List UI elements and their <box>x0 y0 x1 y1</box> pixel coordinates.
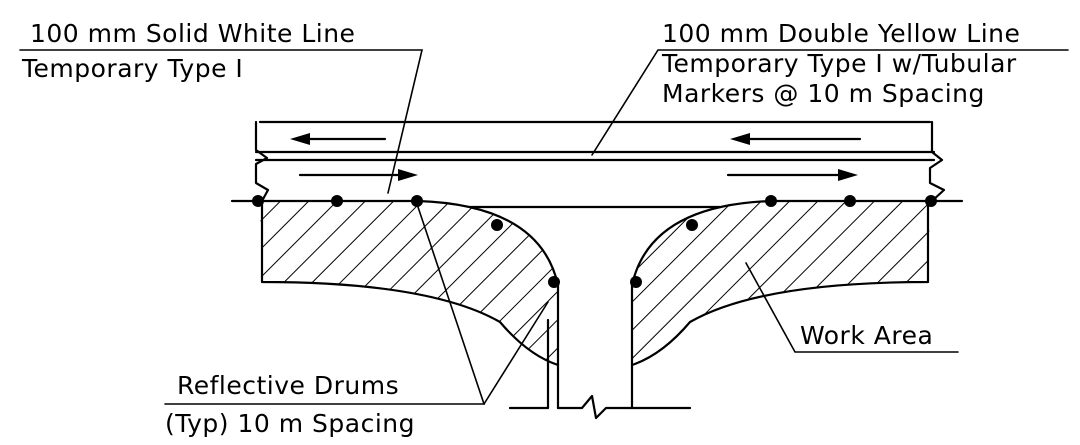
work-area-left <box>260 199 560 367</box>
labels: 100 mm Solid White Line Temporary Type I… <box>21 19 1020 438</box>
drum <box>411 195 423 207</box>
yellow-line-type: Temporary Type I w/Tubular <box>661 49 1017 78</box>
yellow-line-markers: Markers @ 10 m Spacing <box>662 79 985 108</box>
drum <box>548 276 560 288</box>
left-arrow-bottom-head <box>398 169 418 181</box>
work-area-right-outline <box>630 199 930 367</box>
road-right-break <box>928 120 946 203</box>
white-line-type: Temporary Type I <box>21 54 243 83</box>
right-lane-arrow-top-head <box>730 133 750 145</box>
drum <box>925 195 937 207</box>
drum-leader-2 <box>483 301 549 405</box>
drum <box>331 195 343 207</box>
traffic-arrows <box>290 133 862 181</box>
reflective-drums <box>252 195 937 288</box>
drum <box>686 219 698 231</box>
yellow-line-leader <box>591 49 1069 156</box>
white-line-title: 100 mm Solid White Line <box>30 19 355 48</box>
drums-spacing: (Typ) 10 m Spacing <box>165 409 415 438</box>
drum <box>252 195 264 207</box>
drums-title: Reflective Drums <box>177 371 399 400</box>
right-arrow-bottom-head <box>838 169 858 181</box>
leader-lines <box>19 49 1069 405</box>
road-left-break <box>254 120 270 203</box>
work-area-label: Work Area <box>800 321 933 350</box>
white-line-leader <box>19 49 424 194</box>
work-area-left-outline <box>260 199 560 367</box>
left-arrow-top-head <box>290 133 310 145</box>
side-road-break-symbol <box>556 394 634 420</box>
work-area-leader <box>745 262 959 353</box>
drum <box>765 195 777 207</box>
drum <box>630 276 642 288</box>
yellow-line-title: 100 mm Double Yellow Line <box>662 19 1020 48</box>
drum <box>491 219 503 231</box>
side-road <box>508 283 692 420</box>
drum <box>844 195 856 207</box>
